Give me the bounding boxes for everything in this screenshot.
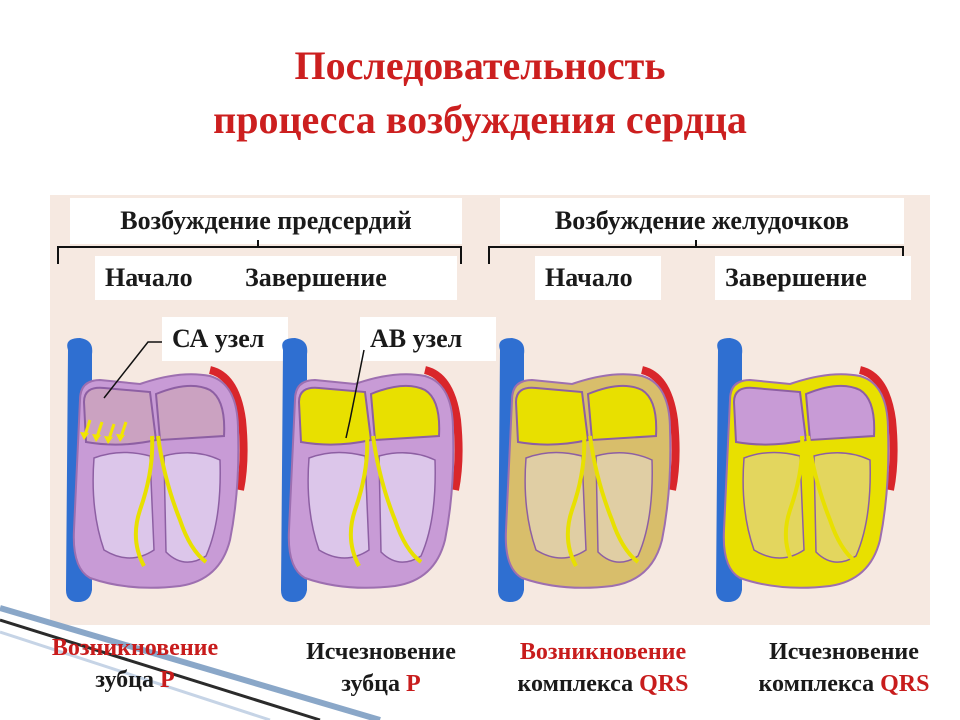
heart-1-right-ventricle	[92, 451, 155, 559]
heart-4	[716, 338, 898, 602]
sa-node-label: СА узел	[162, 317, 288, 361]
caption-4-prefix: комплекса	[758, 671, 881, 698]
heart-2-bundle-left	[348, 435, 370, 567]
av-node-label: АВ узел	[360, 317, 496, 361]
ventricles-end-label: Завершение	[715, 256, 911, 300]
caption-2-wave: Р	[405, 671, 421, 698]
caption-2-prefix: зубца	[341, 671, 406, 698]
heart-1-edge	[208, 366, 248, 491]
heart-4-bundle-left	[783, 435, 805, 567]
heart-1-bundle-left	[133, 435, 155, 567]
sa-node-arrows	[80, 419, 128, 444]
ventricles-start-label: Начало	[535, 256, 661, 300]
heart-4-edge	[858, 366, 898, 491]
page-title-line2: процесса возбуждения сердца	[213, 97, 747, 142]
heart-1-left-atrium	[154, 384, 226, 442]
heart-3	[498, 338, 680, 602]
caption-2-line1: Исчезновение	[306, 639, 456, 665]
caption-4: Исчезновение комплекса QRS	[728, 636, 960, 701]
heart-2-right-atrium	[297, 386, 373, 446]
caption-1-prefix: зубца	[95, 667, 160, 694]
caption-3-line1: Возникновение	[519, 639, 687, 665]
heart-4-right-atrium	[732, 386, 808, 446]
caption-3-prefix: комплекса	[517, 671, 640, 698]
caption-3-wave: QRS	[639, 671, 689, 698]
heart-4-left-ventricle	[813, 452, 871, 563]
heart-2-left-atrium	[369, 384, 441, 442]
heart-1-bundle-right	[156, 435, 208, 564]
caption-1-wave: Р	[159, 667, 175, 694]
heart-2-right-ventricle	[307, 451, 370, 559]
caption-1: Возникновение зубца Р	[20, 632, 250, 697]
heart-3-left-atrium	[586, 384, 658, 442]
heart-4-left-atrium	[804, 384, 876, 442]
heart-1-left-ventricle	[163, 452, 221, 563]
heart-3-edge	[640, 366, 680, 491]
heart-3-right-ventricle	[524, 451, 587, 559]
heart-4-bundle-right	[806, 435, 858, 564]
heart-2-edge	[423, 366, 463, 491]
heart-3-right-atrium	[514, 386, 590, 446]
heart-3-bundle-left	[565, 435, 587, 567]
heart-2-left-ventricle	[378, 452, 436, 563]
heart-2-bundle-right	[371, 435, 423, 564]
caption-1-line1: Возникновение	[51, 635, 219, 661]
atria-end-label: Завершение	[235, 256, 457, 300]
caption-4-line1: Исчезновение	[769, 639, 919, 665]
heart-3-left-ventricle	[595, 452, 653, 563]
atria-excitation-label: Возбуждение предсердий	[70, 198, 462, 244]
heart-4-right-ventricle	[742, 451, 805, 559]
page-title-line1: Последовательность	[294, 43, 666, 88]
atria-start-label: Начало	[95, 256, 235, 300]
ventricles-excitation-label: Возбуждение желудочков	[500, 198, 904, 244]
heart-1-right-atrium	[82, 386, 158, 446]
heart-2	[281, 338, 463, 602]
caption-4-wave: QRS	[880, 671, 930, 698]
heart-1	[66, 338, 248, 602]
caption-2: Исчезновение зубца Р	[268, 636, 494, 701]
heart-3-bundle-right	[588, 435, 640, 564]
caption-3: Возникновение комплекса QRS	[486, 636, 720, 701]
